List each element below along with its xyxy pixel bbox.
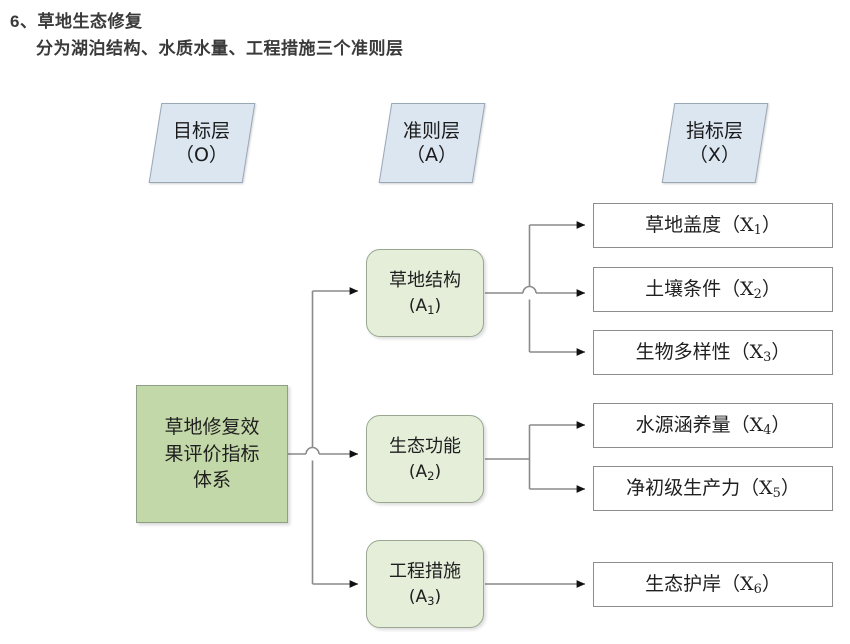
criterion-box-a2-name: 生态功能 <box>389 435 461 457</box>
indicator-box-x4-label: 水源涵养量（X4） <box>635 414 791 439</box>
goal-box[interactable]: 草地修复效 果评价指标 体系 <box>136 385 288 523</box>
edge-a1-linejump <box>522 285 537 294</box>
heading-block: 6、草地生态修复 分为湖泊结构、水质水量、工程措施三个准则层 <box>0 0 850 62</box>
criterion-box-a2-code: (A2) <box>408 461 442 483</box>
layer-header-indicator: 指标层 （X） <box>661 103 769 183</box>
indicator-box-x6[interactable]: 生态护岸（X6） <box>593 562 833 607</box>
criterion-box-a1[interactable]: 草地结构 (A1) <box>366 249 484 337</box>
criterion-box-a1-code: (A1) <box>408 295 442 317</box>
edge-o-linejump <box>305 446 320 455</box>
layer-header-goal-text: 目标层 （O） <box>173 119 230 168</box>
layer-header-criterion-text: 准则层 （A） <box>403 119 460 168</box>
heading-line-2: 分为湖泊结构、水质水量、工程措施三个准则层 <box>36 39 404 59</box>
layer-header-criterion-title: 准则层 <box>403 119 461 142</box>
goal-box-line-2: 果评价指标 <box>164 442 260 465</box>
layer-header-indicator-title: 指标层 <box>686 119 744 142</box>
criterion-box-a3-name: 工程措施 <box>389 560 461 582</box>
goal-box-line-3: 体系 <box>192 469 231 492</box>
indicator-box-x1-label: 草地盖度（X1） <box>645 214 781 239</box>
criterion-box-a1-name: 草地结构 <box>389 269 461 291</box>
layer-header-goal-code: （O） <box>175 144 229 166</box>
indicator-box-x1[interactable]: 草地盖度（X1） <box>593 203 833 248</box>
indicator-box-x5[interactable]: 净初级生产力（X5） <box>593 466 833 511</box>
criterion-box-a3[interactable]: 工程措施 (A3) <box>366 540 484 628</box>
goal-box-label: 草地修复效 果评价指标 体系 <box>158 414 265 495</box>
indicator-box-x3[interactable]: 生物多样性（X3） <box>593 330 833 375</box>
layer-header-goal-title: 目标层 <box>173 119 231 142</box>
layer-header-criterion-code: （A） <box>406 144 458 166</box>
layer-header-goal: 目标层 （O） <box>148 103 256 183</box>
goal-box-line-1: 草地修复效 <box>164 415 260 438</box>
layer-header-indicator-text: 指标层 （X） <box>686 119 743 168</box>
indicator-box-x4[interactable]: 水源涵养量（X4） <box>593 403 833 448</box>
criterion-box-a2[interactable]: 生态功能 (A2) <box>366 415 484 503</box>
criterion-box-a1-label: 草地结构 (A1) <box>389 267 461 320</box>
criterion-box-a3-label: 工程措施 (A3) <box>389 558 461 611</box>
indicator-box-x6-label: 生态护岸（X6） <box>645 573 781 598</box>
layer-header-indicator-code: （X） <box>689 144 741 166</box>
criterion-box-a3-code: (A3) <box>408 586 442 608</box>
layer-header-criterion: 准则层 （A） <box>378 103 486 183</box>
indicator-box-x5-label: 净初级生产力（X5） <box>626 477 800 502</box>
indicator-box-x2[interactable]: 土壤条件（X2） <box>593 267 833 312</box>
indicator-box-x2-label: 土壤条件（X2） <box>645 278 781 303</box>
criterion-box-a2-label: 生态功能 (A2) <box>389 433 461 486</box>
indicator-box-x3-label: 生物多样性（X3） <box>635 341 791 366</box>
heading-line-1: 6、草地生态修复 <box>10 12 143 31</box>
